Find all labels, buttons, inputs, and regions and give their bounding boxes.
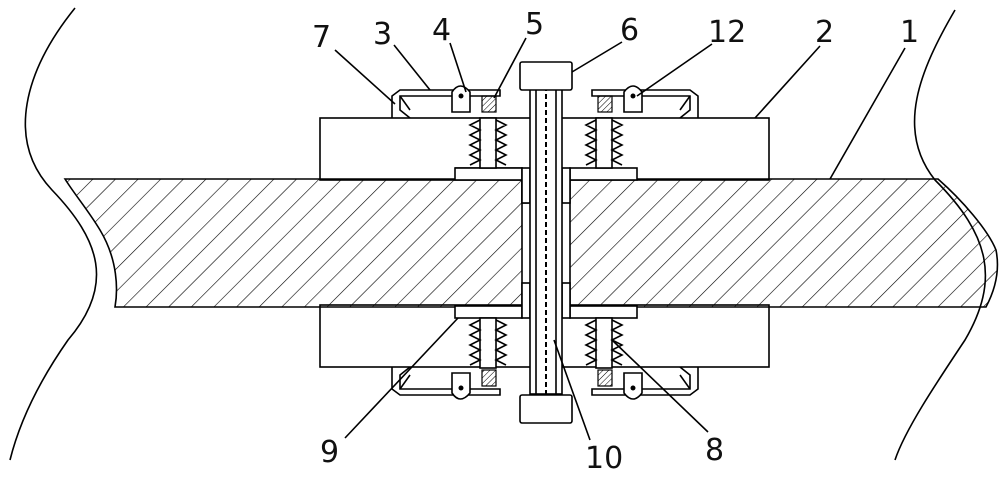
end-cap-6-bottom (519, 394, 573, 424)
part-label-4: 4 (432, 13, 451, 48)
pivot-12-bottom-right (623, 372, 643, 400)
bracket-7-top-right (591, 89, 699, 119)
bushing-9-bottom (454, 282, 638, 319)
part-label-12: 12 (708, 15, 746, 50)
bracket-7-bottom-left (391, 366, 501, 396)
block-5-bottom-left (481, 369, 497, 387)
rod-10 (529, 85, 563, 395)
leader-9 (344, 317, 459, 439)
pivot-4-top-left (451, 85, 471, 113)
leader-12 (636, 43, 713, 97)
leader-4 (449, 42, 467, 93)
pivot-4-bottom-left (451, 372, 471, 400)
part-label-5: 5 (525, 7, 544, 42)
spring-assembly-8-bottom-right (584, 317, 624, 369)
spring-assembly-8-top-left (468, 117, 508, 169)
leader-1 (829, 47, 906, 180)
leader-6 (571, 41, 623, 73)
part-label-2: 2 (815, 15, 834, 50)
bracket-7-bottom-right (591, 366, 699, 396)
part-label-10: 10 (585, 441, 623, 475)
leader-7 (334, 49, 396, 105)
leader-5 (493, 37, 527, 99)
leader-10 (553, 339, 591, 441)
part-label-6: 6 (620, 13, 639, 48)
spring-assembly-8-bottom-left (468, 317, 508, 369)
bracket-7-top-left (391, 89, 501, 119)
part-label-8: 8 (705, 433, 724, 468)
block-5-bottom-right (597, 369, 613, 387)
leader-2 (754, 45, 821, 119)
pivot-12-top-right (623, 85, 643, 113)
part-label-7: 7 (312, 20, 331, 55)
block-5-top-left (481, 95, 497, 113)
spring-assembly-8-top-right (584, 117, 624, 169)
block-5-top-right (597, 95, 613, 113)
part-label-9: 9 (320, 435, 339, 470)
leader-3 (393, 44, 431, 91)
part-label-3: 3 (373, 17, 392, 52)
part-label-1: 1 (900, 15, 919, 50)
plate-1-hatched-right (569, 178, 999, 308)
end-cap-6-top (519, 61, 573, 91)
plate-1-hatched-left (63, 178, 523, 308)
leader-8 (611, 339, 709, 433)
left-break-line (9, 7, 98, 461)
